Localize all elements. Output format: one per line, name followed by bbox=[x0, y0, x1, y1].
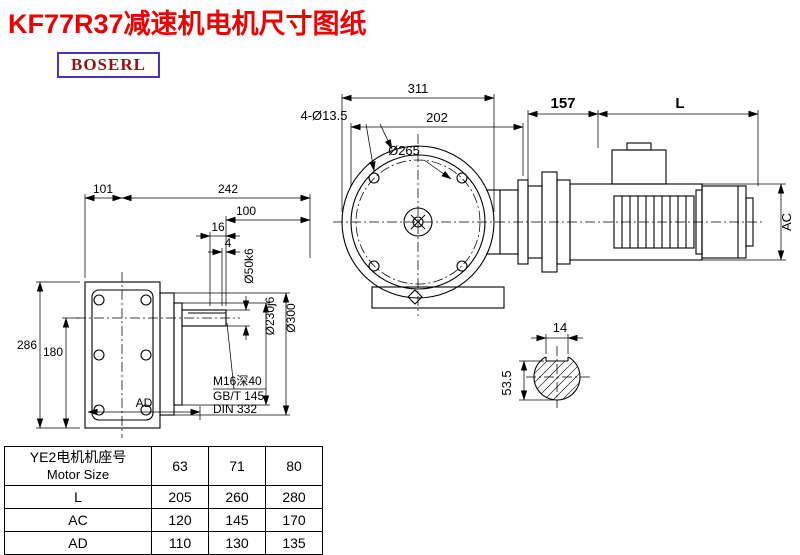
front-view-centerlines bbox=[333, 134, 762, 316]
dim-101-label: 101 bbox=[93, 182, 113, 196]
dim-l-label: L bbox=[675, 95, 684, 112]
dim-16-label: 16 bbox=[211, 220, 225, 234]
table-row-label: L bbox=[4, 485, 152, 509]
side-view-dimensions bbox=[36, 194, 311, 429]
dim-180-label: 180 bbox=[43, 345, 63, 359]
thread-note-label: M16深40 bbox=[213, 374, 262, 388]
flange-od-label: Ø265 bbox=[388, 143, 420, 158]
motor-dimensions bbox=[527, 110, 786, 261]
motor-outline bbox=[499, 142, 754, 273]
dim-4-label: 4 bbox=[225, 236, 232, 250]
shaft-section-dimensions bbox=[519, 334, 583, 401]
dim-311-label: 311 bbox=[408, 81, 429, 96]
table-size-col-2: 71 bbox=[208, 446, 266, 486]
table-cell: 260 bbox=[208, 485, 266, 509]
table-cell: 170 bbox=[265, 508, 323, 532]
table-row-AD: AD 110 130 135 bbox=[4, 531, 323, 555]
shaft-diameter-label: Ø50k6 bbox=[242, 248, 256, 284]
table-cell: 135 bbox=[265, 531, 323, 555]
table-cell: 120 bbox=[151, 508, 209, 532]
dim-242-label: 242 bbox=[218, 182, 238, 196]
table-cell: 145 bbox=[208, 508, 266, 532]
dim-100-label: 100 bbox=[236, 204, 256, 218]
front-view-dimensions bbox=[341, 94, 524, 212]
table-cell: 280 bbox=[265, 485, 323, 509]
dim-53-5-label: 53.5 bbox=[499, 370, 514, 395]
table-size-col-3: 80 bbox=[265, 446, 323, 486]
table-header-en: Motor Size bbox=[46, 466, 110, 482]
table-header-cn: YE2电机机座号 bbox=[29, 449, 127, 466]
dim-14-label: 14 bbox=[553, 320, 567, 335]
bolt-holes-label: 4-Ø13.5 bbox=[301, 108, 348, 123]
shaft-section-centerlines bbox=[526, 346, 590, 408]
table-row-AC: AC 120 145 170 bbox=[4, 508, 323, 532]
standard-gb-label: GB/T 145 bbox=[213, 389, 264, 403]
table-row-L: L 205 260 280 bbox=[4, 485, 323, 509]
table-row-label: AD bbox=[4, 531, 152, 555]
table-size-col-1: 63 bbox=[151, 446, 209, 486]
table-cell: 205 bbox=[151, 485, 209, 509]
page-title: KF77R37减速机电机尺寸图纸 bbox=[8, 9, 367, 39]
shaft-section-labels: 14 53.5 bbox=[499, 320, 567, 396]
side-view-labels: 101 242 100 16 4 286 180 AD Ø50k6 Ø230j6… bbox=[17, 182, 298, 416]
table-header-cell: YE2电机机座号 Motor Size bbox=[4, 446, 152, 486]
front-view-labels: 311 202 4-Ø13.5 Ø265 bbox=[301, 81, 448, 158]
motor-labels: 157 L AC bbox=[550, 95, 794, 231]
dim-ad-label: AD bbox=[136, 396, 153, 410]
dim-202-label: 202 bbox=[426, 110, 448, 125]
table-row-label: AC bbox=[4, 508, 152, 532]
table-header-row: YE2电机机座号 Motor Size 63 71 80 bbox=[4, 446, 323, 486]
motor-size-table: YE2电机机座号 Motor Size 63 71 80 L 205 260 2… bbox=[4, 446, 323, 555]
dim-286-label: 286 bbox=[17, 338, 37, 352]
dim-157-label: 157 bbox=[550, 95, 575, 112]
flange-diameter-label: Ø300 bbox=[284, 303, 298, 333]
table-cell: 130 bbox=[208, 531, 266, 555]
spigot-diameter-label: Ø230j6 bbox=[263, 296, 277, 335]
standard-din-label: DIN 332 bbox=[213, 402, 257, 416]
dim-ac-label: AC bbox=[779, 213, 794, 231]
brand-logo: BOSERL bbox=[57, 52, 160, 78]
side-view-outline bbox=[84, 281, 227, 429]
table-cell: 110 bbox=[151, 531, 209, 555]
side-view-centerlines bbox=[76, 272, 240, 438]
